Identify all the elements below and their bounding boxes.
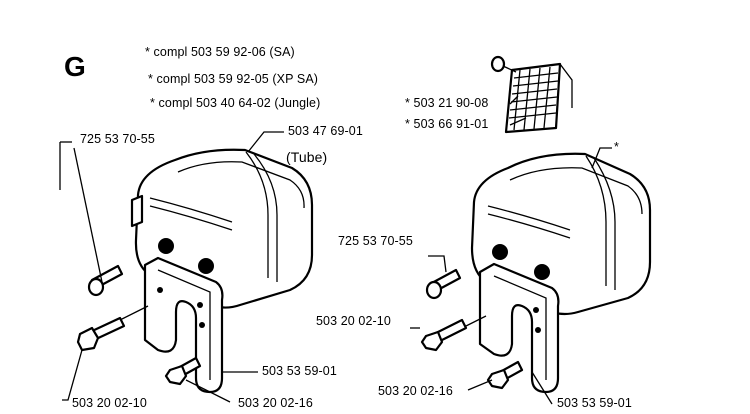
label-screw-right: 725 53 70-55 <box>338 234 413 248</box>
screw-left <box>87 264 124 297</box>
compl-note-1: * compl 503 59 92-06 (SA) <box>145 45 295 59</box>
screw-right <box>425 268 462 300</box>
compl-note-2: * compl 503 59 92-05 (XP SA) <box>148 72 319 86</box>
label-bolt-right-b: 503 20 02-16 <box>378 384 453 398</box>
label-bracket-right: 503 53 59-01 <box>557 396 632 410</box>
spark-screen <box>490 55 573 134</box>
bracket-right <box>478 262 560 394</box>
label-bracket-left: 503 53 59-01 <box>262 364 337 378</box>
label-star: * <box>614 140 619 154</box>
compl-note-3: * compl 503 40 64-02 (Jungle) <box>150 96 321 110</box>
label-screw-left: 725 53 70-55 <box>80 132 155 146</box>
label-bolt-left-a: 503 20 02-10 <box>72 396 147 410</box>
label-muffler-left: 503 47 69-01 <box>288 124 363 138</box>
bolt-left-b <box>164 356 202 386</box>
bracket-left <box>143 256 224 394</box>
section-letter: G <box>64 51 86 82</box>
label-bolt-left-b: 503 20 02-16 <box>238 396 313 410</box>
bolt-right-a <box>420 318 468 352</box>
label-screen-b: * 503 66 91-01 <box>405 117 489 131</box>
label-tube: (Tube) <box>286 149 328 165</box>
label-bolt-right-a: 503 20 02-10 <box>316 314 391 328</box>
bolt-left-a <box>76 316 126 352</box>
label-screen-a: * 503 21 90-08 <box>405 96 489 110</box>
bolt-right-b <box>486 360 524 390</box>
